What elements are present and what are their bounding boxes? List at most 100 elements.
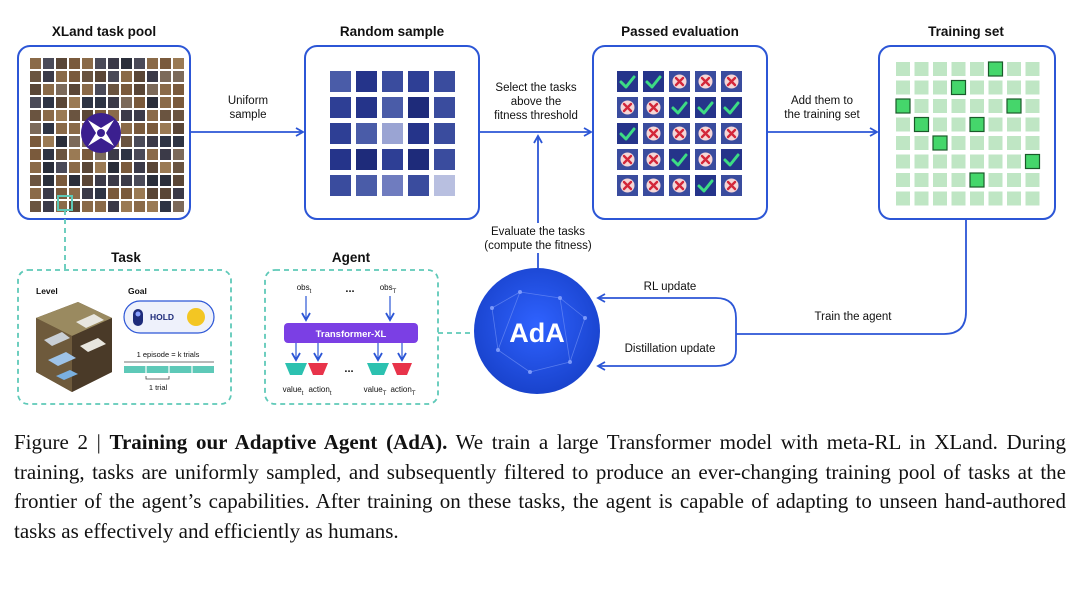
training-task-cell <box>896 154 910 169</box>
cross-icon <box>620 100 635 115</box>
action-head-T <box>392 363 412 375</box>
pool-task-cell <box>82 149 93 160</box>
pool-task-cell <box>160 149 171 160</box>
pool-task-cell <box>82 110 93 121</box>
training-task-cell <box>1007 117 1021 132</box>
check-icon <box>697 179 714 193</box>
check-icon <box>723 153 740 167</box>
training-task-cell <box>988 117 1003 132</box>
pool-task-cell <box>95 97 106 108</box>
pool-task-cell <box>30 58 41 69</box>
pool-task-cell <box>108 188 119 199</box>
obs-T-label: obsT <box>380 283 397 295</box>
check-icon <box>619 127 636 141</box>
pool-task-cell <box>160 175 171 186</box>
evaluate-label-1: Evaluate the tasks <box>491 226 585 238</box>
passed-evaluation-grid <box>617 71 742 196</box>
pool-task-cell <box>173 97 184 108</box>
sampled-task-cell <box>330 175 351 196</box>
pool-task-cell <box>43 71 54 82</box>
training-task-cell <box>933 173 947 187</box>
training-task-cell <box>914 80 929 95</box>
pool-task-cell <box>43 58 54 69</box>
pool-task-cell <box>82 201 93 212</box>
goal-card <box>123 300 215 334</box>
pool-task-cell <box>108 149 119 160</box>
pool-task-cell <box>30 175 41 186</box>
figure-caption: Figure 2 | Training our Adaptive Agent (… <box>14 428 1066 546</box>
pool-task-cell <box>147 175 158 186</box>
pool-task-cell <box>160 58 171 69</box>
training-task-cell <box>933 62 947 76</box>
sampled-task-cell <box>356 97 377 118</box>
caption-bold-title: Training our Adaptive Agent (AdA). <box>109 430 448 454</box>
sample-label: sample <box>229 109 266 121</box>
training-task-cell <box>970 80 984 95</box>
training-task-cell <box>1007 62 1021 76</box>
pool-task-cell <box>134 188 145 199</box>
training-task-cell <box>988 136 1003 150</box>
passed-evaluation-title: Passed evaluation <box>621 24 739 39</box>
training-task-cell <box>914 136 929 150</box>
training-task-cell <box>1025 80 1040 95</box>
train-agent-label: Train the agent <box>815 311 893 323</box>
pool-task-cell <box>82 188 93 199</box>
task-title: Task <box>111 250 141 265</box>
pool-task-cell <box>30 84 41 95</box>
sampled-task-cell <box>434 149 455 170</box>
pool-task-cell <box>147 188 158 199</box>
training-task-cell <box>933 191 947 206</box>
pool-task-cell <box>173 58 184 69</box>
pool-task-cell <box>134 149 145 160</box>
pool-task-cell <box>121 97 132 108</box>
pool-task-cell <box>30 162 41 173</box>
training-task-cell <box>988 80 1003 95</box>
sampled-task-cell <box>434 97 455 118</box>
pool-task-cell <box>56 71 67 82</box>
training-set-grid <box>895 61 1041 206</box>
ada-training-diagram: XLand task pool Random sample Passed eva… <box>17 24 1056 405</box>
cross-icon <box>724 126 739 141</box>
pool-task-cell <box>147 149 158 160</box>
training-task-cell <box>1007 173 1021 187</box>
pool-task-cell <box>30 201 41 212</box>
pool-task-cell <box>30 149 41 160</box>
pool-task-cell <box>82 175 93 186</box>
training-task-cell <box>970 191 984 206</box>
cross-icon <box>672 178 687 193</box>
pool-task-cell <box>56 110 67 121</box>
pool-task-cell <box>160 201 171 212</box>
pool-task-cell <box>69 58 80 69</box>
training-task-cell <box>1025 173 1040 187</box>
training-task-selected <box>1006 98 1022 114</box>
goal-object-icon <box>187 308 205 326</box>
uniform-label: Uniform <box>228 95 268 107</box>
sampled-task-cell <box>330 123 351 144</box>
pool-task-cell <box>69 201 80 212</box>
distillation-update-label: Distillation update <box>625 343 716 355</box>
random-sample-title: Random sample <box>340 24 445 39</box>
pool-task-cell <box>43 201 54 212</box>
level-3d-world <box>36 302 112 392</box>
sampled-task-cell <box>382 97 403 118</box>
episode-label: 1 episode = k trials <box>137 350 200 359</box>
training-task-cell <box>914 99 929 113</box>
cross-icon <box>724 178 739 193</box>
pool-task-cell <box>43 162 54 173</box>
training-task-selected <box>932 135 948 151</box>
pool-task-cell <box>108 97 119 108</box>
pool-task-cell <box>173 162 184 173</box>
training-task-cell <box>1025 117 1040 132</box>
sampled-task-cell <box>434 71 455 92</box>
action-head-t <box>308 363 328 375</box>
pool-task-cell <box>134 123 145 134</box>
pool-task-cell <box>95 58 106 69</box>
training-task-cell <box>1007 136 1021 150</box>
obs-dots: ... <box>345 283 354 295</box>
pool-task-cell <box>134 136 145 147</box>
training-task-cell <box>1007 154 1021 169</box>
ada-agent-circle: AdA <box>474 268 600 394</box>
training-task-cell <box>951 117 966 132</box>
training-task-cell <box>933 80 947 95</box>
pool-task-cell <box>43 97 54 108</box>
